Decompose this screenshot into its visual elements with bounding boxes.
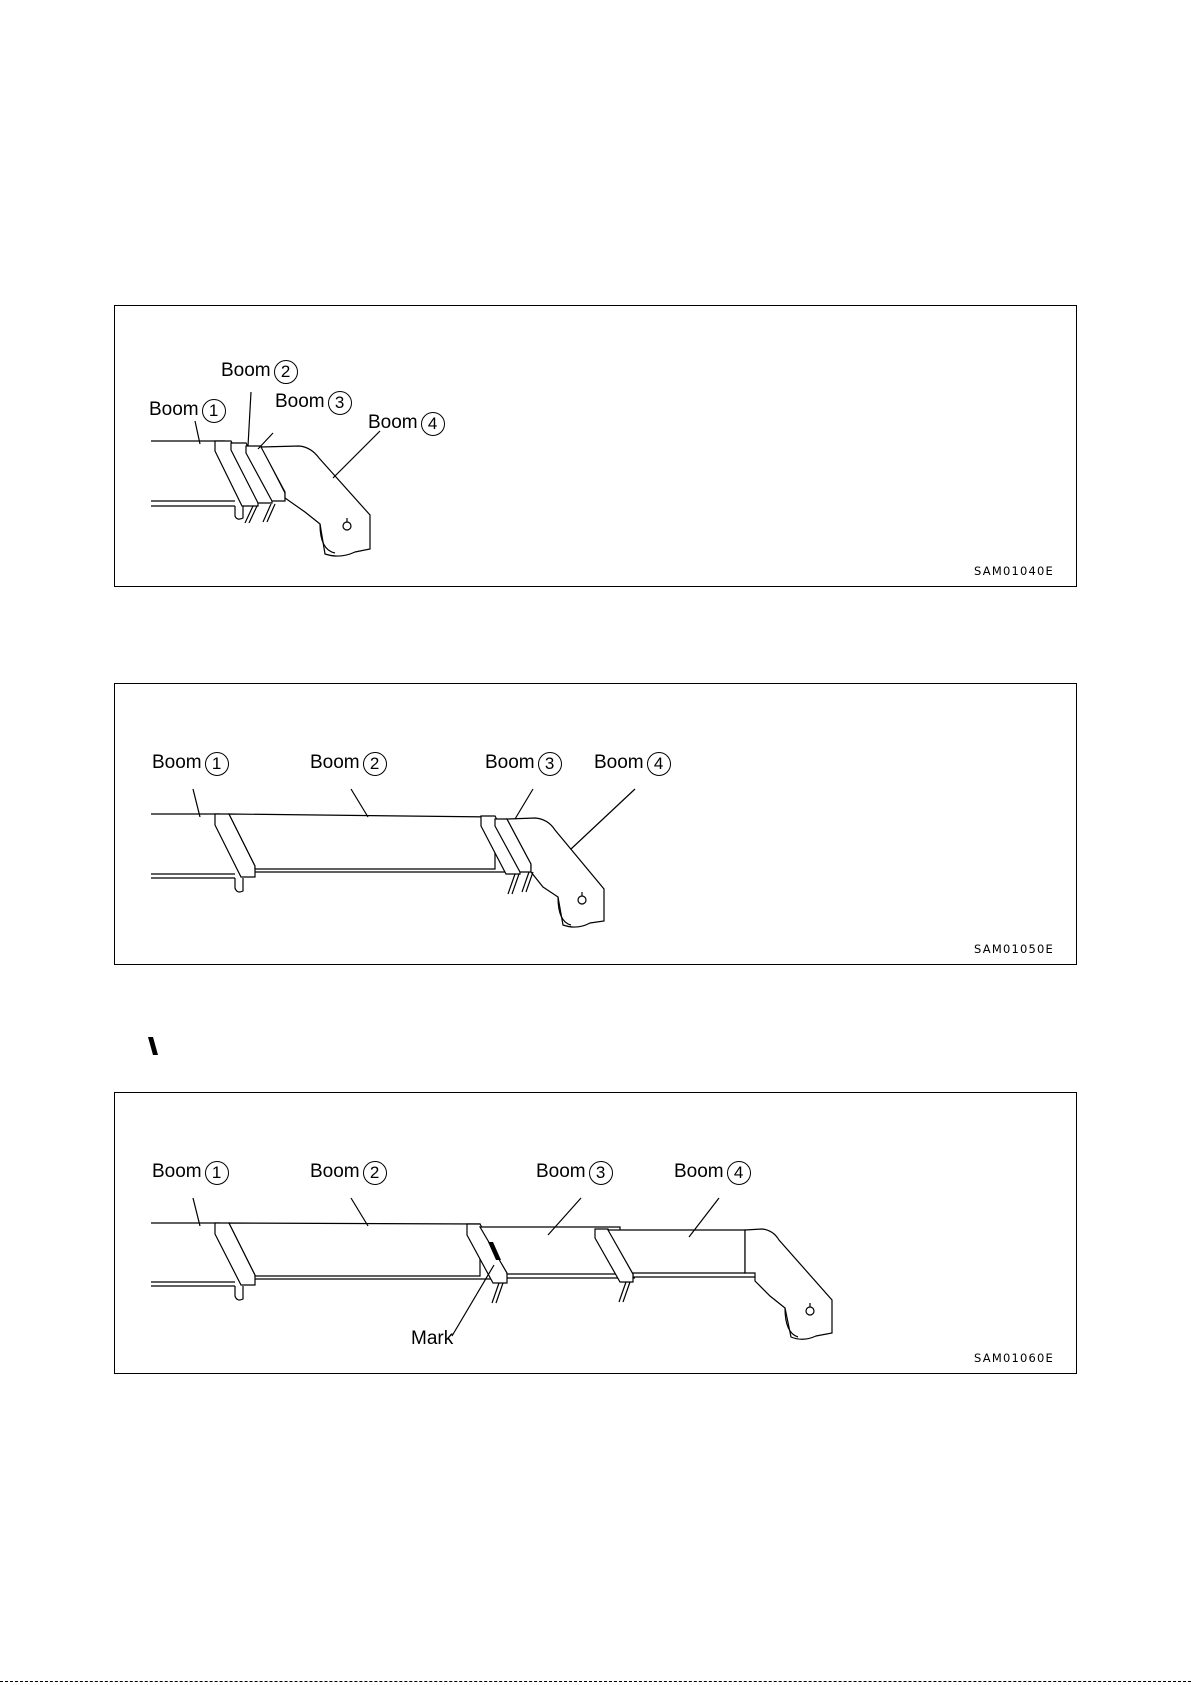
slanted-mark-icon bbox=[148, 1037, 158, 1055]
figure-code: SAM01040E bbox=[974, 564, 1054, 578]
boom-fully-extended-drawing bbox=[115, 1093, 1076, 1372]
label-mark: Mark bbox=[411, 1329, 453, 1348]
figure-code: SAM01050E bbox=[974, 942, 1054, 956]
page-bottom-rule bbox=[0, 1681, 1191, 1682]
boom-2-extended-drawing bbox=[115, 684, 1076, 963]
boom-retracted-drawing bbox=[115, 306, 1076, 585]
figure-code: SAM01060E bbox=[974, 1351, 1054, 1365]
